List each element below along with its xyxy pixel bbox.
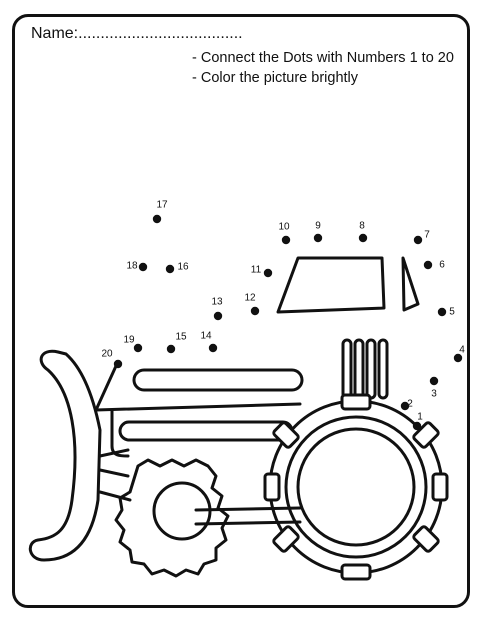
dot-1 bbox=[412, 421, 422, 431]
dot-label-7: 7 bbox=[424, 230, 430, 241]
dot-12 bbox=[250, 306, 260, 316]
hood-bar-lower bbox=[118, 420, 294, 442]
hood-bar-top bbox=[132, 368, 304, 392]
dot-label-4: 4 bbox=[459, 345, 465, 356]
grill-slat bbox=[341, 338, 353, 400]
dot-5 bbox=[437, 307, 447, 317]
grill-slat bbox=[377, 338, 389, 400]
dot-11 bbox=[263, 268, 273, 278]
dot-9 bbox=[313, 233, 323, 243]
dot-4 bbox=[453, 353, 463, 363]
rear-wheel-rim bbox=[284, 415, 428, 559]
dot-19 bbox=[133, 343, 143, 353]
dot-20 bbox=[113, 359, 123, 369]
dot-label-1: 1 bbox=[417, 412, 423, 423]
dot-6 bbox=[423, 260, 433, 270]
name-field-label: Name:...................................… bbox=[31, 25, 243, 42]
cab-window-side bbox=[401, 256, 420, 312]
dot-7 bbox=[413, 235, 423, 245]
dot-label-15: 15 bbox=[175, 332, 187, 343]
dot-label-12: 12 bbox=[244, 293, 256, 304]
instruction-color-picture: - Color the picture brightly bbox=[192, 70, 359, 86]
dot-label-17: 17 bbox=[156, 200, 168, 211]
dot-label-11: 11 bbox=[251, 265, 262, 276]
instructions: - Connect the Dots with Numbers 1 to 20 … bbox=[192, 48, 454, 88]
dot-label-2: 2 bbox=[407, 399, 413, 410]
bucket-arm bbox=[94, 364, 118, 412]
dot-label-8: 8 bbox=[359, 221, 365, 232]
dot-label-19: 19 bbox=[123, 335, 135, 346]
dot-label-10: 10 bbox=[278, 222, 290, 233]
dot-label-14: 14 bbox=[200, 331, 212, 342]
dot-label-20: 20 bbox=[101, 349, 113, 360]
dot-10 bbox=[281, 235, 291, 245]
front-wheel-tread bbox=[114, 458, 230, 578]
dot-18 bbox=[138, 262, 148, 272]
dot-label-16: 16 bbox=[177, 262, 189, 273]
dot-label-9: 9 bbox=[315, 221, 321, 232]
dot-3 bbox=[429, 376, 439, 386]
rear-wheel-lugs bbox=[263, 393, 449, 581]
dot-14 bbox=[208, 343, 218, 353]
bucket-outline bbox=[28, 349, 102, 562]
dot-label-5: 5 bbox=[449, 307, 455, 318]
frame-link bbox=[194, 506, 302, 526]
instruction-connect-dots: - Connect the Dots with Numbers 1 to 20 bbox=[192, 50, 454, 66]
dot-label-3: 3 bbox=[431, 389, 437, 400]
rear-wheel-hub bbox=[296, 427, 416, 547]
dot-label-6: 6 bbox=[439, 260, 445, 271]
dot-8 bbox=[358, 233, 368, 243]
dot-label-13: 13 bbox=[211, 297, 223, 308]
dot-label-18: 18 bbox=[126, 261, 138, 272]
cab-window-main bbox=[276, 256, 386, 314]
worksheet-border bbox=[12, 14, 470, 608]
dot-17 bbox=[152, 214, 162, 224]
front-wheel-hub bbox=[152, 481, 212, 541]
dot-15 bbox=[166, 344, 176, 354]
engine-block bbox=[110, 408, 130, 458]
grill-slat bbox=[365, 338, 377, 400]
grill-slat bbox=[353, 338, 365, 400]
dot-2 bbox=[400, 401, 410, 411]
dot-13 bbox=[213, 311, 223, 321]
dot-16 bbox=[165, 264, 175, 274]
